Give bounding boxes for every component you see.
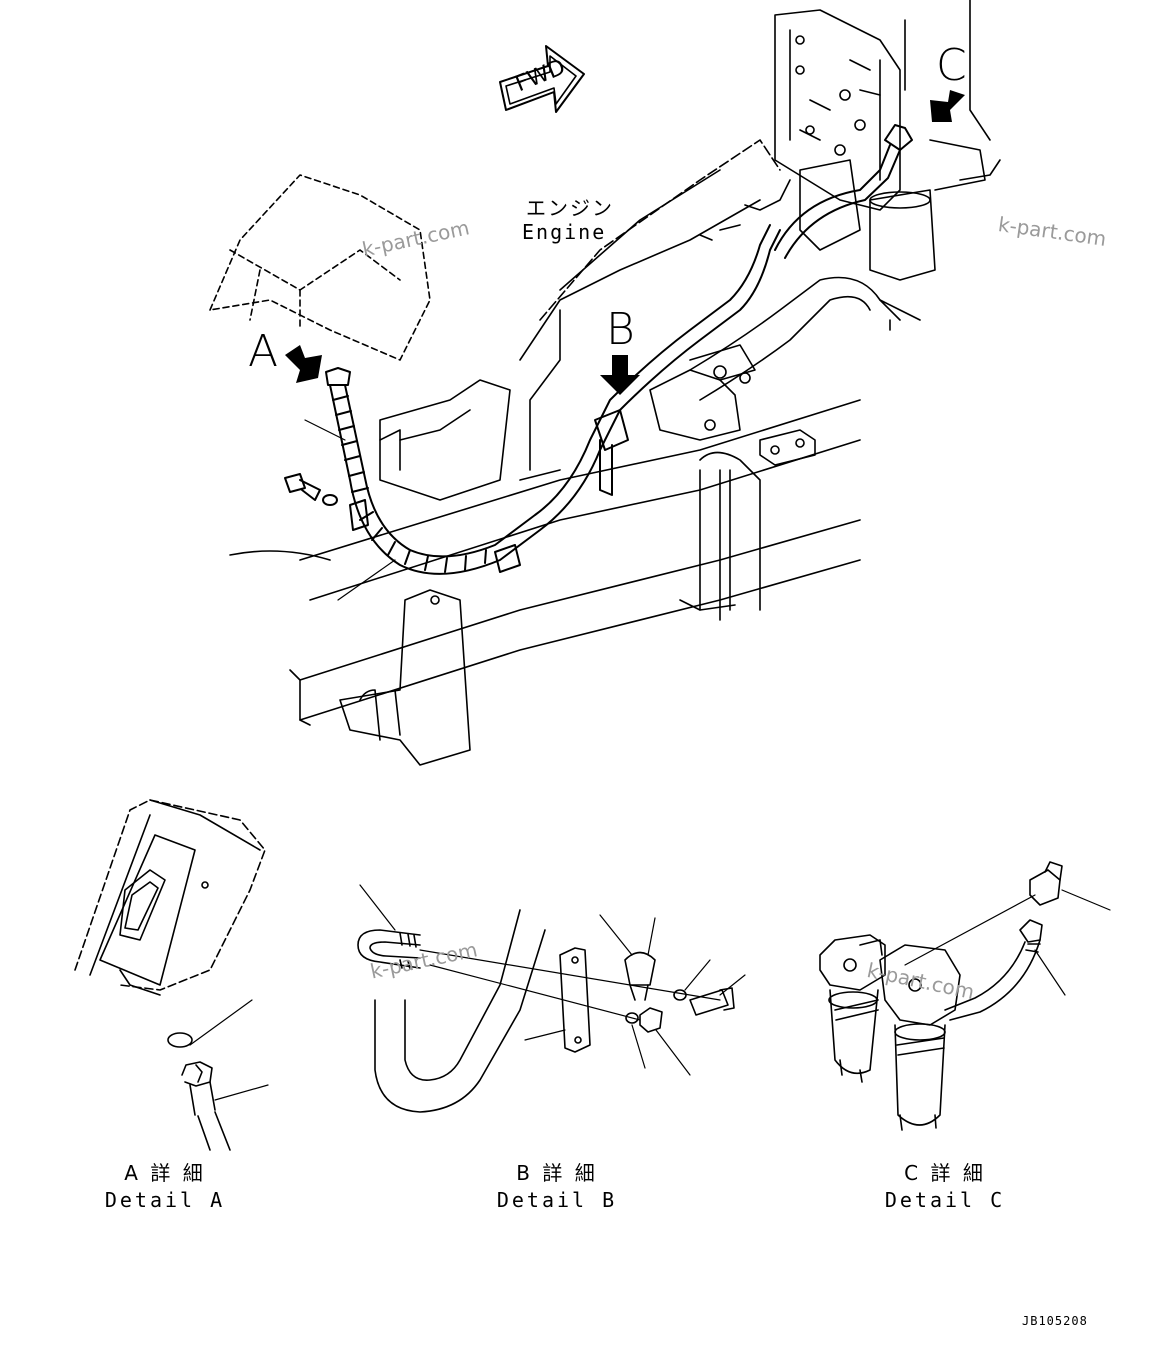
detail-caption-a: A 詳 細 Detail A (100, 1160, 230, 1214)
detail-caption-en: Detail A (104, 1188, 226, 1212)
detail-caption-ja: C 詳 細 (904, 1161, 986, 1185)
callout-letter-a: A (248, 326, 279, 377)
detail-caption-en: Detail B (496, 1188, 618, 1212)
callout-arrow-c-icon (930, 90, 965, 122)
detail-caption-b: B 詳 細 Detail B (492, 1160, 622, 1214)
engine-label-ja: エンジン (526, 196, 614, 220)
engine-label-en: Engine (522, 220, 607, 244)
detail-b-drawing (357, 884, 746, 1113)
drawing-code: JB105208 (1022, 1314, 1088, 1328)
detail-caption-ja: A 詳 細 (124, 1161, 206, 1185)
callout-letter-c: C (936, 40, 967, 91)
detail-caption-ja: B 詳 細 (516, 1161, 598, 1185)
callout-arrow-b-icon (600, 355, 640, 395)
callout-letter-b: B (606, 304, 635, 355)
main-wiring-hose (284, 124, 913, 575)
callout-arrow-a-icon (285, 345, 322, 383)
detail-caption-c: C 詳 細 Detail C (880, 1160, 1010, 1214)
leader-lines-main (304, 419, 396, 601)
fwd-arrow-icon (499, 45, 585, 113)
detail-c-drawing (819, 861, 1111, 1131)
detail-a-drawing (74, 799, 269, 1151)
engine-frame-outline (209, 0, 1001, 766)
detail-caption-en: Detail C (884, 1188, 1006, 1212)
